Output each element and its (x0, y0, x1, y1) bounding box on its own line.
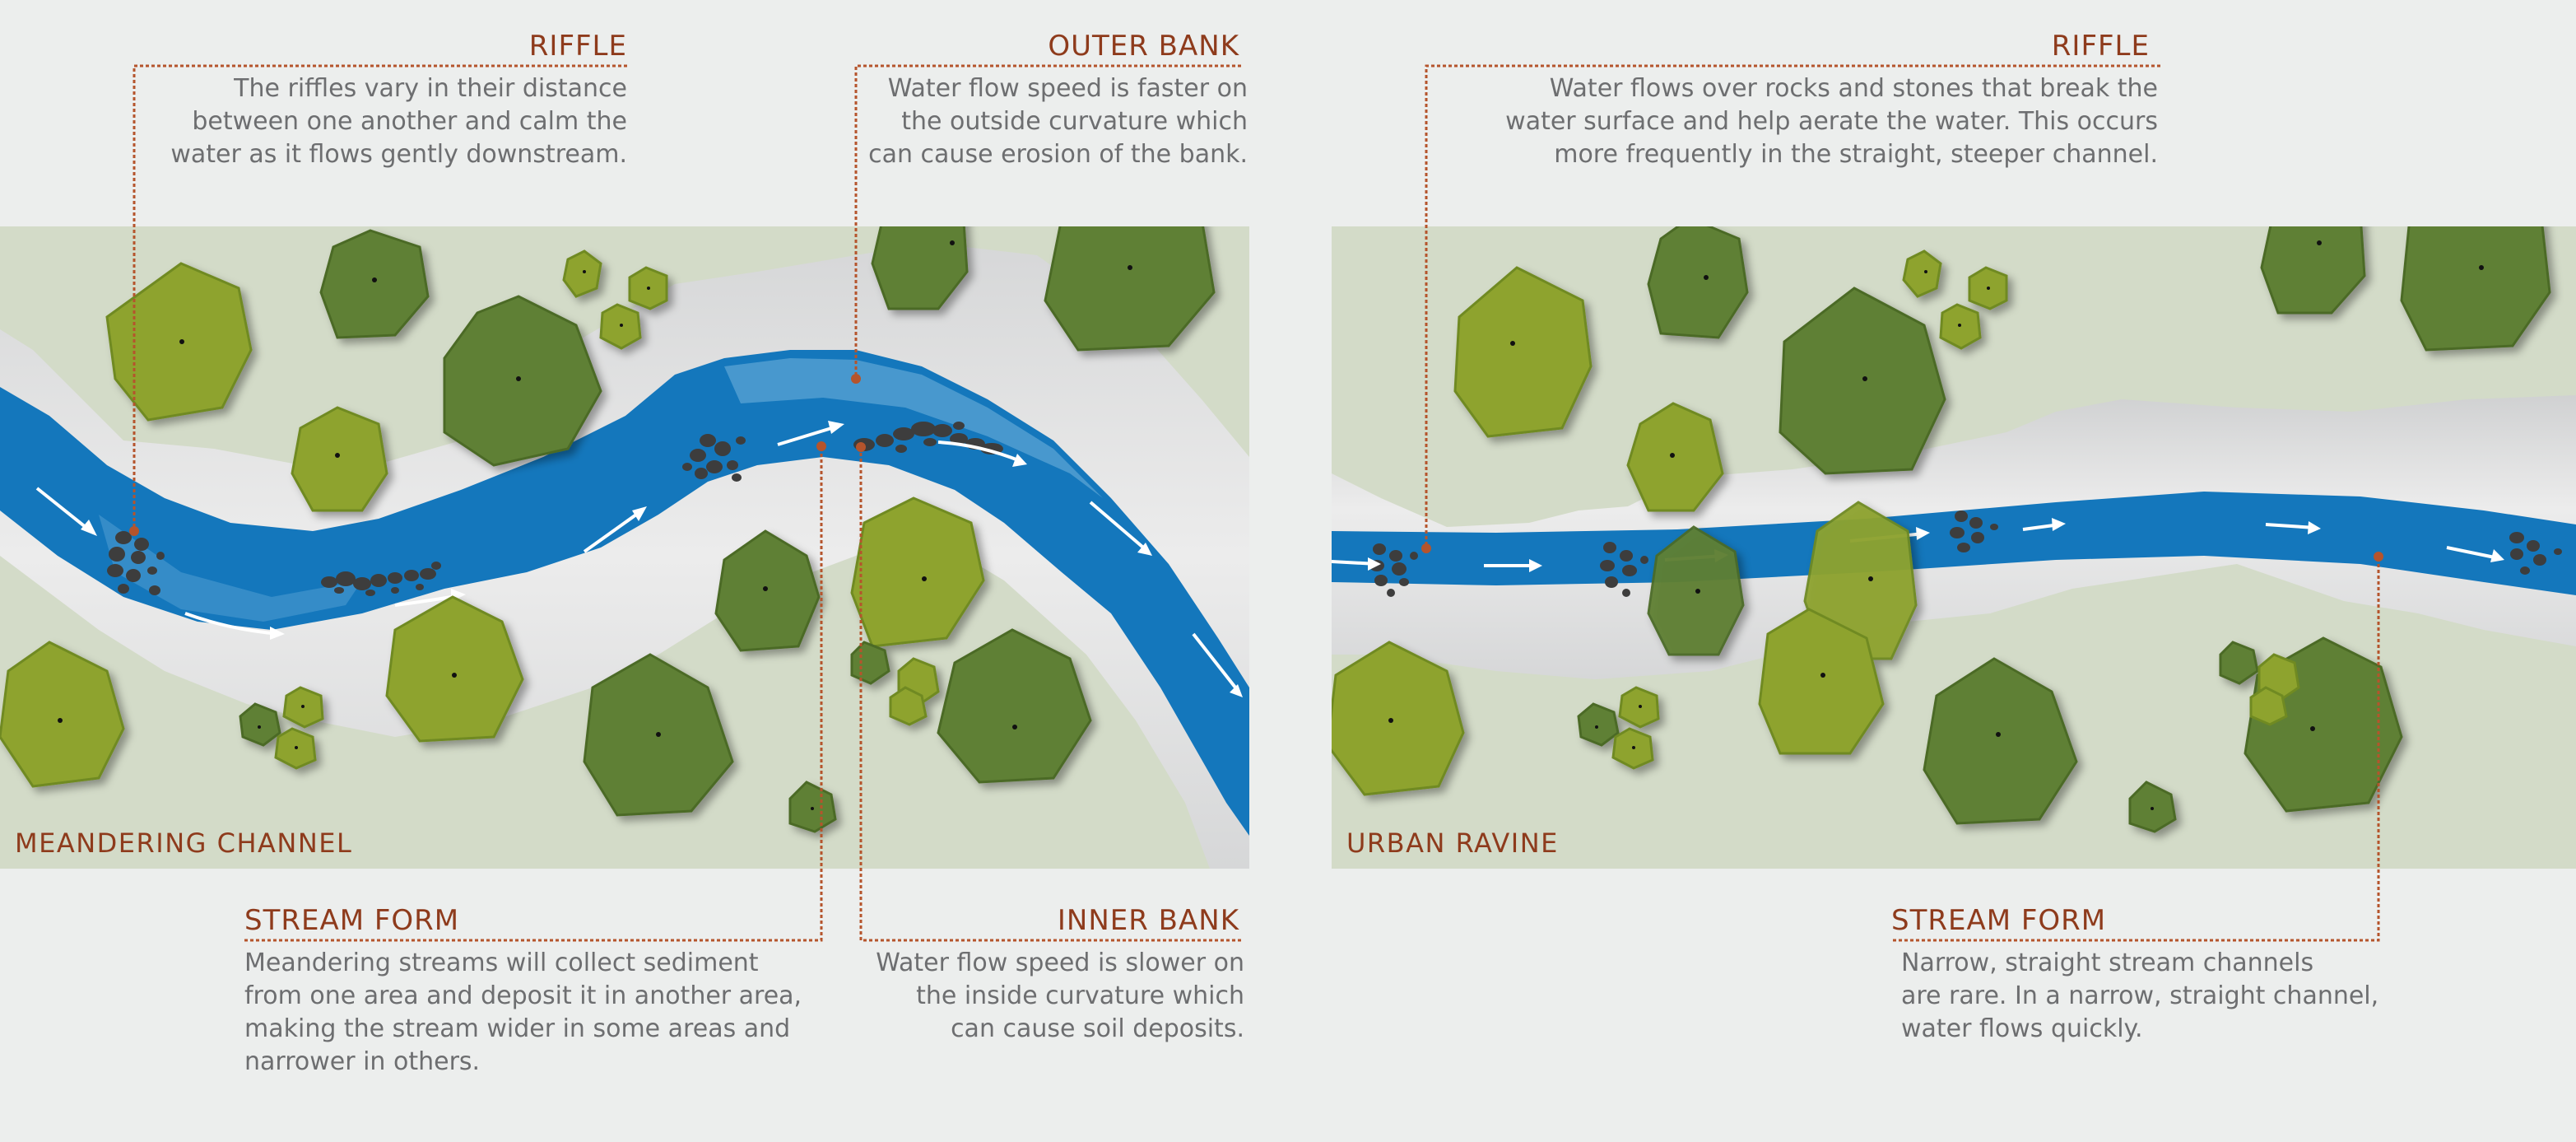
callout-title-inner-bank: INNER BANK (1057, 904, 1239, 937)
text-line: are rare. In a narrow, straight channel, (1901, 981, 2379, 1010)
meandering-channel-illustration (0, 226, 1249, 869)
callout-title-riffle-left: RIFFLE (528, 30, 627, 63)
text-line: Water flow speed is faster on (887, 74, 1248, 103)
callout-text-riffle-right: Water flows over rocks and stones that b… (1505, 72, 2158, 171)
tree-icon (1902, 249, 1942, 298)
tree-icon (1647, 226, 1749, 339)
tree-icon (2128, 781, 2177, 833)
text-line: water surface and help aerate the water.… (1505, 107, 2158, 136)
text-line: Water flows over rocks and stones that b… (1549, 74, 2158, 103)
text-line: water flows quickly. (1901, 1014, 2143, 1043)
tree-icon (1779, 287, 1946, 475)
callout-text-inner-bank: Water flow speed is slower on the inside… (876, 947, 1244, 1046)
text-line: from one area and deposit it in another … (244, 981, 802, 1010)
tree-icon (1453, 266, 1593, 438)
tree-icon (2400, 226, 2551, 352)
map-label-meandering-channel: MEANDERING CHANNEL (15, 827, 353, 859)
text-line: can cause soil deposits. (951, 1014, 1244, 1043)
urban-ravine-illustration (1332, 226, 2576, 833)
callout-text-stream-form-right: Narrow, straight stream channels are rar… (1901, 947, 2378, 1046)
callout-text-outer-bank: Water flow speed is faster on the outsid… (868, 72, 1248, 171)
meandering-channel-map: MEANDERING CHANNEL (0, 226, 1249, 869)
river-highlight (724, 358, 1103, 498)
tree-icon (937, 628, 1092, 784)
tree-icon (1044, 226, 1216, 352)
text-line: can cause erosion of the bank. (868, 140, 1248, 169)
text-line: making the stream wider in some areas an… (244, 1014, 791, 1043)
callout-title-stream-form-right: STREAM FORM (1891, 904, 2107, 937)
tree-icon (562, 249, 602, 298)
text-line: water as it flows gently downstream. (170, 140, 627, 169)
riffle-rocks (107, 531, 165, 595)
callout-text-stream-form-left: Meandering streams will collect sediment… (244, 947, 802, 1079)
text-line: narrower in others. (244, 1047, 481, 1076)
text-line: the inside curvature which (916, 981, 1244, 1010)
text-line: Meandering streams will collect sediment (244, 949, 759, 977)
tree-icon (1332, 641, 1465, 796)
text-line: the outside curvature which (901, 107, 1248, 136)
tree-icon (319, 229, 430, 339)
tree-icon (850, 496, 985, 648)
tree-icon (2260, 226, 2366, 315)
map-label-urban-ravine: URBAN RAVINE (1346, 827, 1559, 859)
urban-ravine-map: URBAN RAVINE (1332, 226, 2576, 869)
text-line: Water flow speed is slower on (876, 949, 1244, 977)
tree-icon (1577, 702, 1620, 747)
callout-text-riffle-left: The riffles vary in their distance betwe… (170, 72, 627, 171)
riffle-rocks (2509, 532, 2562, 575)
tree-icon (0, 641, 125, 788)
tree-icon (2219, 641, 2259, 685)
text-line: between one another and calm the (192, 107, 627, 136)
tree-icon (788, 781, 837, 833)
tree-icon (850, 641, 890, 685)
tree-icon (1923, 657, 2078, 825)
text-line: The riffles vary in their distance (234, 74, 627, 103)
text-line: more frequently in the straight, steeper… (1554, 140, 2158, 169)
callout-title-outer-bank: OUTER BANK (1048, 30, 1239, 63)
callout-title-riffle-right: RIFFLE (2051, 30, 2150, 63)
callout-title-stream-form-left: STREAM FORM (244, 904, 460, 937)
text-line: Narrow, straight stream channels (1901, 949, 2314, 977)
tree-icon (105, 262, 253, 422)
tree-icon (291, 406, 388, 512)
tree-icon (1758, 608, 1885, 755)
